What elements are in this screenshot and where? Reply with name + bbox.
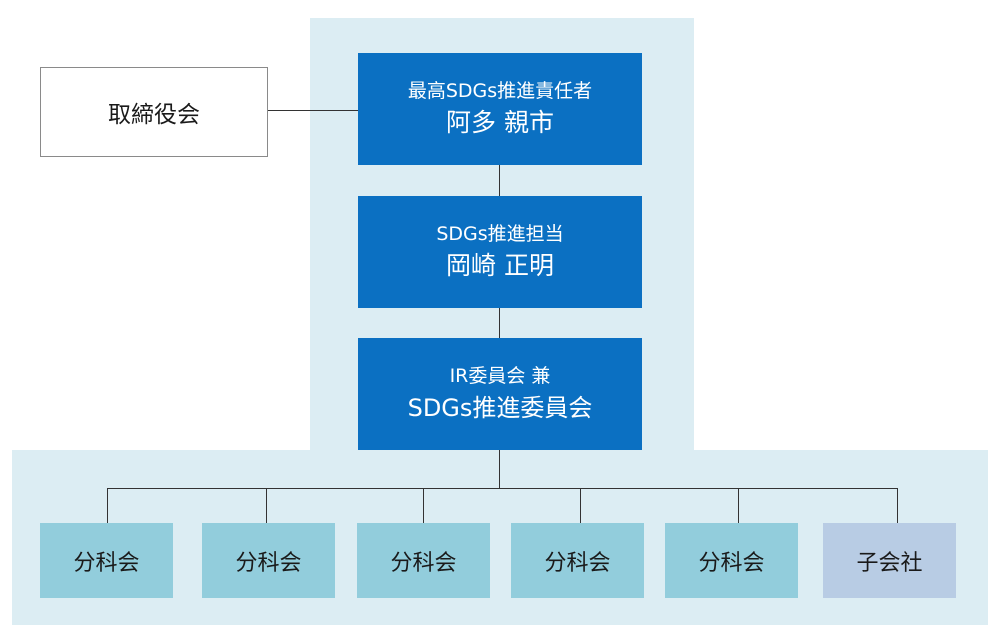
sdgs-manager-role: SDGs推進担当 — [436, 223, 564, 245]
subcommittee-box-1: 分科会 — [40, 523, 173, 598]
connector-manager-to-committee — [499, 308, 500, 338]
connector-drop-6 — [897, 488, 898, 523]
subcommittee-label: 分科会 — [235, 550, 302, 576]
subcommittee-label: 分科会 — [544, 550, 611, 576]
board-of-directors-box: 取締役会 — [40, 67, 268, 157]
connector-horizontal-bus — [107, 488, 898, 489]
board-label: 取締役会 — [108, 102, 200, 128]
subsidiary-label: 子会社 — [856, 550, 923, 576]
connector-drop-3 — [423, 488, 424, 523]
connector-board-to-officer — [268, 110, 358, 111]
subcommittee-box-3: 分科会 — [357, 523, 490, 598]
chief-sdgs-officer-role: 最高SDGs推進責任者 — [407, 80, 593, 102]
connector-drop-1 — [107, 488, 108, 523]
sdgs-manager-box: SDGs推進担当 岡崎 正明 — [358, 196, 642, 308]
sdgs-committee-label: SDGs推進委員会 — [407, 394, 593, 422]
sdgs-manager-name: 岡崎 正明 — [446, 251, 554, 280]
subcommittee-label: 分科会 — [73, 550, 140, 576]
chief-sdgs-officer-name: 阿多 親市 — [446, 108, 554, 137]
connector-drop-4 — [580, 488, 581, 523]
chief-sdgs-officer-box: 最高SDGs推進責任者 阿多 親市 — [358, 53, 642, 165]
connector-drop-2 — [266, 488, 267, 523]
subcommittee-label: 分科会 — [698, 550, 765, 576]
subcommittee-label: 分科会 — [390, 550, 457, 576]
connector-drop-5 — [738, 488, 739, 523]
subcommittee-box-2: 分科会 — [202, 523, 335, 598]
sdgs-committee-box: IR委員会 兼 SDGs推進委員会 — [358, 338, 642, 450]
subsidiary-box: 子会社 — [823, 523, 956, 598]
subcommittee-box-4: 分科会 — [511, 523, 644, 598]
subcommittee-box-5: 分科会 — [665, 523, 798, 598]
connector-committee-down — [499, 450, 500, 488]
connector-officer-to-manager — [499, 165, 500, 196]
ir-committee-label: IR委員会 兼 — [449, 365, 551, 387]
